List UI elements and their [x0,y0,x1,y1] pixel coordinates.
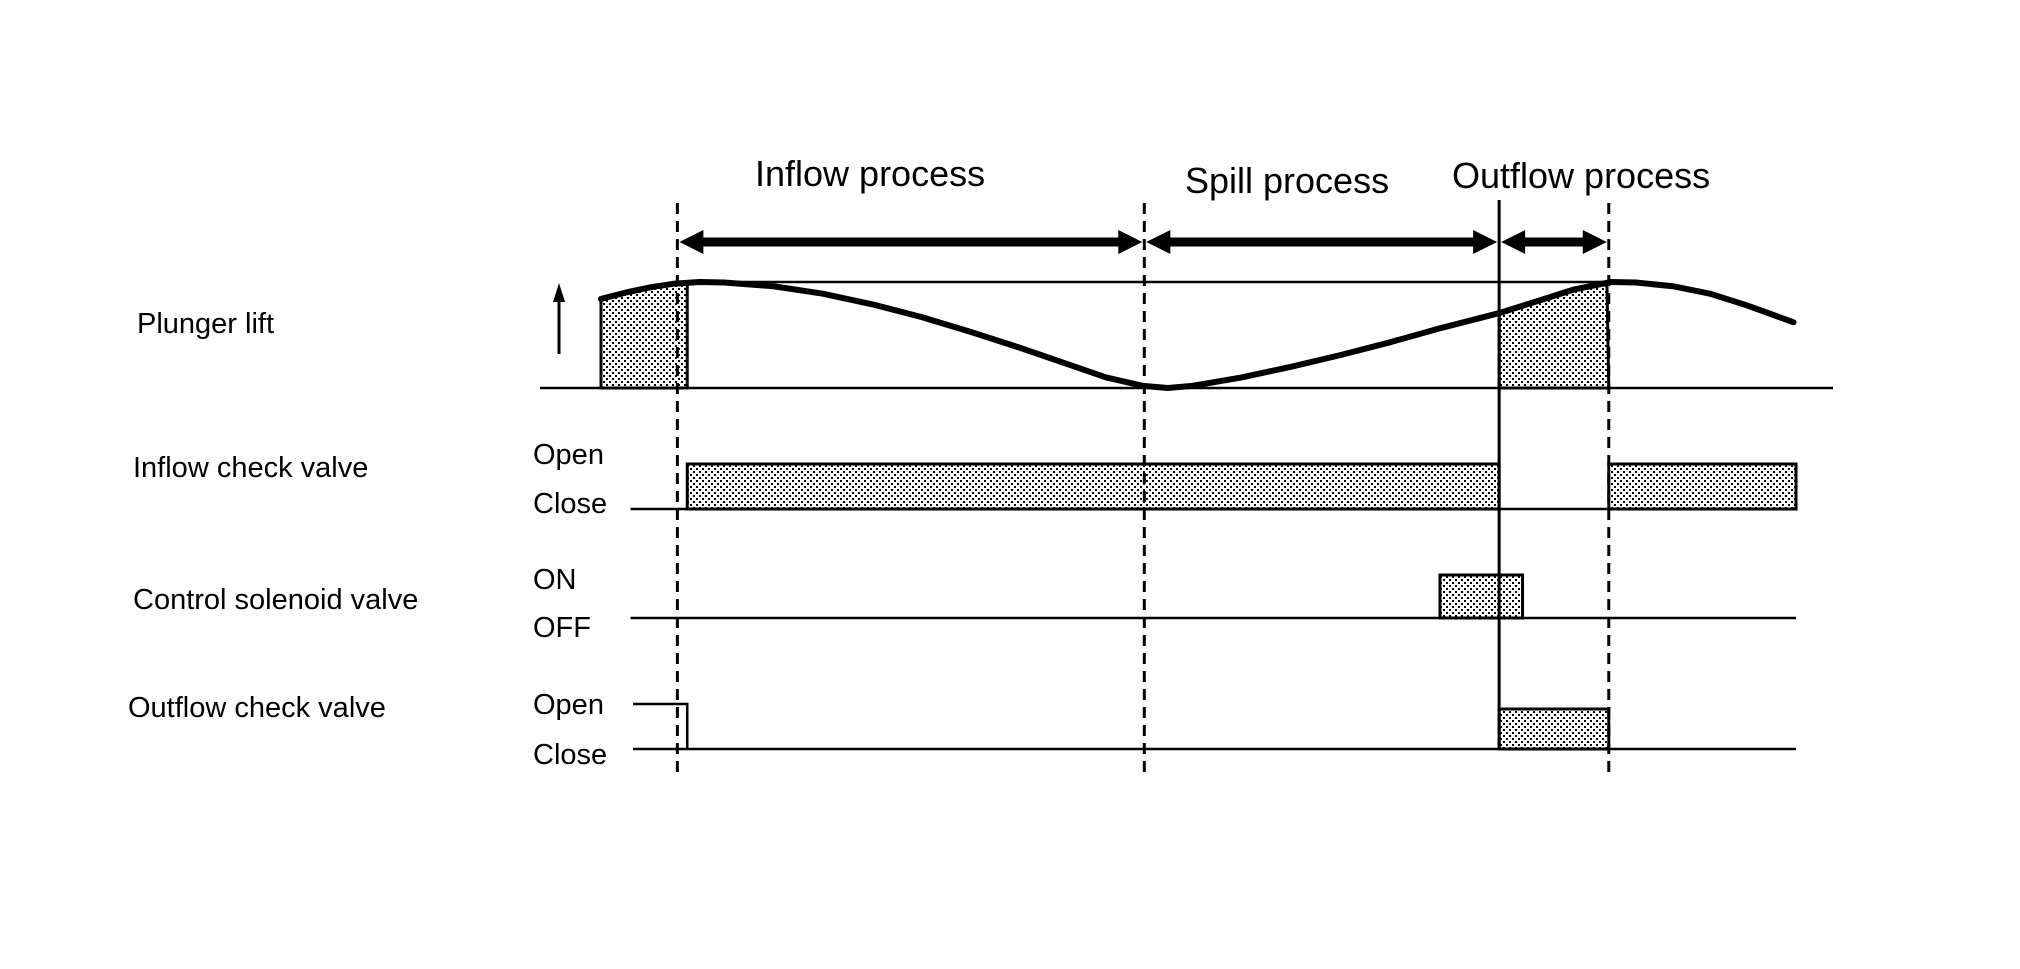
solenoid-on-label: ON [533,564,577,596]
plunger-lift-curve [598,279,1797,391]
inflow-open-label: Open [533,439,604,471]
outflow-open-label: Open [533,689,604,721]
solenoid-off-label: OFF [533,612,591,644]
control-solenoid-valve-active-bar [1438,573,1525,620]
process-label-outflow: Outflow process [1452,155,1710,196]
process-arrow-inflow-left-head [679,230,704,254]
process-arrow-spill-right-head [1473,230,1498,254]
process-arrow-outflow-right-head [1582,230,1607,254]
inflow-check-valve-active-bar [685,462,1501,511]
outflow-close-label: Close [533,739,607,771]
row-label-control-solenoid-valve: Control solenoid valve [133,584,418,616]
process-label-spill: Spill process [1185,160,1389,201]
outflow-check-valve-initial-open-step [633,702,689,749]
process-label-inflow: Inflow process [755,153,985,194]
inflow-check-valve-active-bar [1607,462,1798,511]
process-arrow-outflow-left-head [1501,230,1526,254]
outflow-check-valve-active-bar [1497,707,1611,751]
up-arrow-icon [553,283,565,354]
row-label-plunger-lift: Plunger lift [137,308,274,340]
row-label-outflow-check-valve: Outflow check valve [128,692,386,724]
inflow-close-label: Close [533,488,607,520]
row-label-inflow-check-valve: Inflow check valve [133,452,368,484]
process-arrow-spill-left-head [1146,230,1171,254]
process-arrow-inflow-right-head [1118,230,1143,254]
